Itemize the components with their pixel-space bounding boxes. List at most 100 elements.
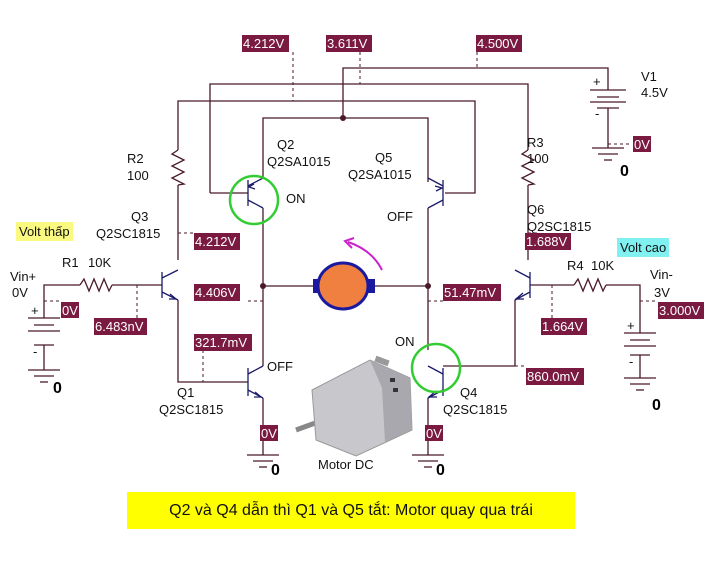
probe-top-right: 4.500V xyxy=(476,35,522,52)
transistor-q2 xyxy=(247,177,264,209)
svg-text:1.688V: 1.688V xyxy=(526,234,568,249)
q1-name: Q1 xyxy=(177,385,194,400)
svg-text:6.483nV: 6.483nV xyxy=(95,319,144,334)
battery-vin-plus: +- xyxy=(28,303,60,359)
q6-part: Q2SC1815 xyxy=(527,219,591,234)
ground-label: 0 xyxy=(620,163,629,180)
resistor-r2 xyxy=(170,149,187,186)
transistor-q3 xyxy=(161,269,179,301)
resistor-r3 xyxy=(520,149,537,186)
motor-label: Motor DC xyxy=(318,457,374,472)
r3-value: 100 xyxy=(527,151,549,166)
transistor-q5 xyxy=(427,177,444,209)
probe-top-left: 4.212V xyxy=(242,35,289,52)
motor-symbol xyxy=(313,261,375,311)
high-volt-note: Volt cao xyxy=(617,238,670,257)
svg-text:3.000V: 3.000V xyxy=(659,303,701,318)
r2-name: R2 xyxy=(127,151,144,166)
svg-text:860.0mV: 860.0mV xyxy=(527,369,579,384)
v1-name: V1 xyxy=(641,69,657,84)
q4-part: Q2SC1815 xyxy=(443,402,507,417)
q2-on-highlight xyxy=(228,174,280,226)
motor-photo xyxy=(295,355,413,457)
svg-text:51.47mV: 51.47mV xyxy=(444,285,496,300)
v1-value: 4.5V xyxy=(641,85,668,100)
svg-text:-: - xyxy=(629,354,633,369)
svg-text:4.212V: 4.212V xyxy=(243,36,285,51)
resistor-r1 xyxy=(79,277,113,293)
probe-top-mid: 3.611V xyxy=(326,35,372,52)
r4-name: R4 xyxy=(567,258,584,273)
vin-minus-value: 3V xyxy=(654,285,670,300)
low-volt-note: Volt thấp xyxy=(16,222,73,241)
r2-value: 100 xyxy=(127,168,149,183)
svg-text:+: + xyxy=(593,74,601,89)
svg-text:4.406V: 4.406V xyxy=(195,285,237,300)
probe-motor-right: 51.47mV xyxy=(443,284,501,301)
q4-on-highlight xyxy=(410,342,462,394)
probe-q3-collector: 4.212V xyxy=(194,233,240,250)
r1-value: 10K xyxy=(88,255,111,270)
q3-part: Q2SC1815 xyxy=(96,226,160,241)
ground-symbol xyxy=(624,377,656,391)
q3-name: Q3 xyxy=(131,209,148,224)
battery-v1: +- xyxy=(590,74,626,121)
junction-dot xyxy=(425,283,431,289)
svg-text:+: + xyxy=(31,303,39,318)
r1-name: R1 xyxy=(62,255,79,270)
probe-q6-base: 1.664V xyxy=(541,318,587,335)
ground-symbol xyxy=(247,454,279,468)
svg-text:-: - xyxy=(33,344,37,359)
probe-q1-emitter: 0V xyxy=(260,425,278,441)
r3-name: R3 xyxy=(527,135,544,150)
probe-vin-plus: 0V xyxy=(61,302,79,318)
q4-name: Q4 xyxy=(460,385,477,400)
q1-state: OFF xyxy=(267,359,293,374)
q2-part: Q2SA1015 xyxy=(267,154,331,169)
ground-label: 0 xyxy=(53,380,62,397)
ground-label: 0 xyxy=(652,397,661,414)
caption-banner: Q2 và Q4 dẫn thì Q1 và Q5 tắt: Motor qua… xyxy=(127,492,575,529)
probe-q4-base: 860.0mV xyxy=(526,368,584,385)
probe-q1-base: 321.7mV xyxy=(194,334,252,351)
ground-label: 0 xyxy=(436,462,445,479)
probe-q4-emitter: 0V xyxy=(425,425,443,441)
q2-name: Q2 xyxy=(277,137,294,152)
ground-symbol xyxy=(592,147,624,161)
svg-text:1.664V: 1.664V xyxy=(542,319,584,334)
rotation-arrow-icon xyxy=(343,237,383,271)
resistor-r4 xyxy=(573,277,607,293)
transistor-q1 xyxy=(247,365,264,399)
svg-text:321.7mV: 321.7mV xyxy=(195,335,247,350)
junction-dot xyxy=(340,115,346,121)
svg-text:0V: 0V xyxy=(426,426,442,441)
transistor-q6 xyxy=(514,269,531,301)
probe-vin-minus: 3.000V xyxy=(658,302,704,319)
ground-symbol xyxy=(28,369,60,383)
probe-q3-base: 6.483nV xyxy=(94,318,147,335)
q1-part: Q2SC1815 xyxy=(159,402,223,417)
battery-vin-minus: +- xyxy=(624,318,656,369)
q5-part: Q2SA1015 xyxy=(348,167,412,182)
vin-minus-name: Vin- xyxy=(650,267,673,282)
probe-q3-emitter: 4.406V xyxy=(194,284,240,301)
vin-plus-name: Vin+ xyxy=(10,269,36,284)
svg-text:0V: 0V xyxy=(261,426,277,441)
svg-text:+: + xyxy=(627,318,635,333)
q2-state: ON xyxy=(286,191,306,206)
svg-text:-: - xyxy=(595,106,599,121)
junction-dot xyxy=(260,283,266,289)
q5-state: OFF xyxy=(387,209,413,224)
svg-text:4.212V: 4.212V xyxy=(195,234,237,249)
svg-text:3.611V: 3.611V xyxy=(327,36,368,51)
q5-name: Q5 xyxy=(375,150,392,165)
ground-label: 0 xyxy=(271,462,280,479)
probe-q6-collector: 1.688V xyxy=(525,233,571,250)
ground-symbol xyxy=(412,454,444,468)
q6-name: Q6 xyxy=(527,202,544,217)
r4-value: 10K xyxy=(591,258,614,273)
svg-text:0V: 0V xyxy=(62,303,78,318)
svg-text:4.500V: 4.500V xyxy=(477,36,519,51)
vin-plus-value: 0V xyxy=(12,285,28,300)
